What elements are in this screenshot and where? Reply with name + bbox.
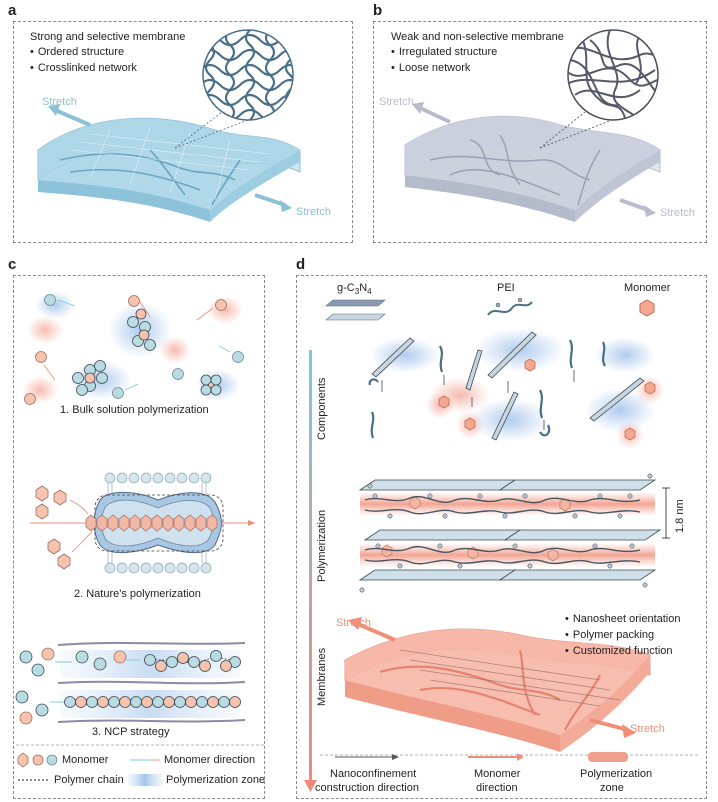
legend-monomer-direction: Monomer direction [164, 754, 256, 766]
panel-b-zoom-circle [567, 29, 659, 121]
panel-a-box [13, 21, 353, 243]
gcn-subscript-3: 3 [354, 287, 360, 297]
distance-marker [662, 487, 670, 539]
panel-c-step-3: 3. NCP strategy [92, 726, 170, 738]
bulk-cluster-3 [200, 374, 222, 396]
panel-d-components [368, 328, 664, 449]
panel-d-bullet-2: Polymer packing [565, 628, 654, 642]
panel-a-stretch-right: Stretch [296, 206, 331, 218]
panel-b-membrane [404, 102, 661, 222]
panel-c-bulk-solution [22, 291, 244, 405]
panel-a-bullet-2: Crosslinked network [30, 61, 137, 75]
panel-a-membrane [37, 104, 301, 222]
panel-c-letter: c [8, 256, 17, 273]
panel-d-box [296, 275, 707, 799]
panel-c-step-2: 2. Nature's polymerization [74, 588, 201, 600]
panel-a-zoom-circle [202, 29, 294, 121]
panel-a-title: Strong and selective membrane [30, 31, 186, 43]
panel-b-bullet-2: Loose network [391, 61, 471, 75]
panel-b-stretch-left: Stretch [379, 96, 414, 108]
pei-chain-icon [487, 297, 533, 316]
panel-a-letter: a [8, 2, 17, 19]
stage-membranes: Membranes [316, 647, 328, 706]
legend-polymer-chain: Polymer chain [54, 774, 124, 786]
panel-a-bullet-1: Ordered structure [30, 45, 124, 59]
legend-monomer: Monomer [62, 754, 109, 766]
gcn-n: N [359, 282, 368, 294]
gcn-prefix: g-C [337, 282, 355, 294]
panel-c-legend-graphics [16, 744, 264, 786]
panel-c-box [13, 275, 265, 799]
panel-b-letter: b [373, 2, 383, 19]
legend-nanoconfinement-1: Nanoconfinement [330, 768, 417, 780]
panel-d-stretch-left: Stretch [336, 617, 371, 629]
panel-b-bullet-1: Irregulated structure [391, 45, 497, 59]
panel-c-ncp [15, 641, 246, 725]
panel-d-bullet-3: Customized function [565, 644, 673, 658]
gcn-subscript-4: 4 [367, 287, 372, 297]
panel-d-letter: d [296, 256, 306, 273]
distance-label: 1.8 nm [674, 499, 686, 533]
panel-d-vertical-arrow [304, 350, 317, 792]
legend-monomer-direction-2: direction [476, 782, 518, 794]
panel-d-legend-graphics [320, 752, 700, 762]
panel-c-nature [30, 472, 255, 574]
legend-monomer-direction-1: Monomer [474, 768, 521, 780]
monomer-hexagon-icon [639, 299, 655, 317]
panel-b-title: Weak and non-selective membrane [391, 31, 564, 43]
stage-components: Components [316, 377, 328, 440]
panel-d-polymerization [358, 473, 670, 593]
panel-d-bullet-1: Nanosheet orientation [565, 612, 681, 626]
ncp-chain-top [144, 650, 241, 672]
legend-nanoconfinement-2: construction direction [315, 782, 419, 794]
stage-polymerization: Polymerization [316, 509, 328, 582]
panel-c-step-1: 1. Bulk solution polymerization [60, 404, 209, 416]
gcn-sheet-icon [325, 299, 386, 321]
legend-zone-2: zone [600, 782, 624, 794]
bulk-cluster-2 [127, 308, 156, 351]
panel-b-box [373, 21, 707, 243]
monomer-label: Monomer [624, 282, 671, 294]
gcn-label: g-C3N4 [337, 281, 372, 299]
bulk-cluster-1 [72, 360, 108, 396]
legend-polymerization-zone: Polymerization zone [166, 774, 266, 786]
nature-polymer-chain [85, 514, 218, 532]
legend-zone-1: Polymerization [580, 768, 653, 780]
panel-b-stretch-right: Stretch [660, 207, 695, 219]
panel-d-stretch-right: Stretch [630, 723, 665, 735]
pei-label: PEI [497, 282, 515, 294]
panel-a-stretch-left: Stretch [42, 96, 77, 108]
ncp-chain-bottom [64, 696, 241, 708]
